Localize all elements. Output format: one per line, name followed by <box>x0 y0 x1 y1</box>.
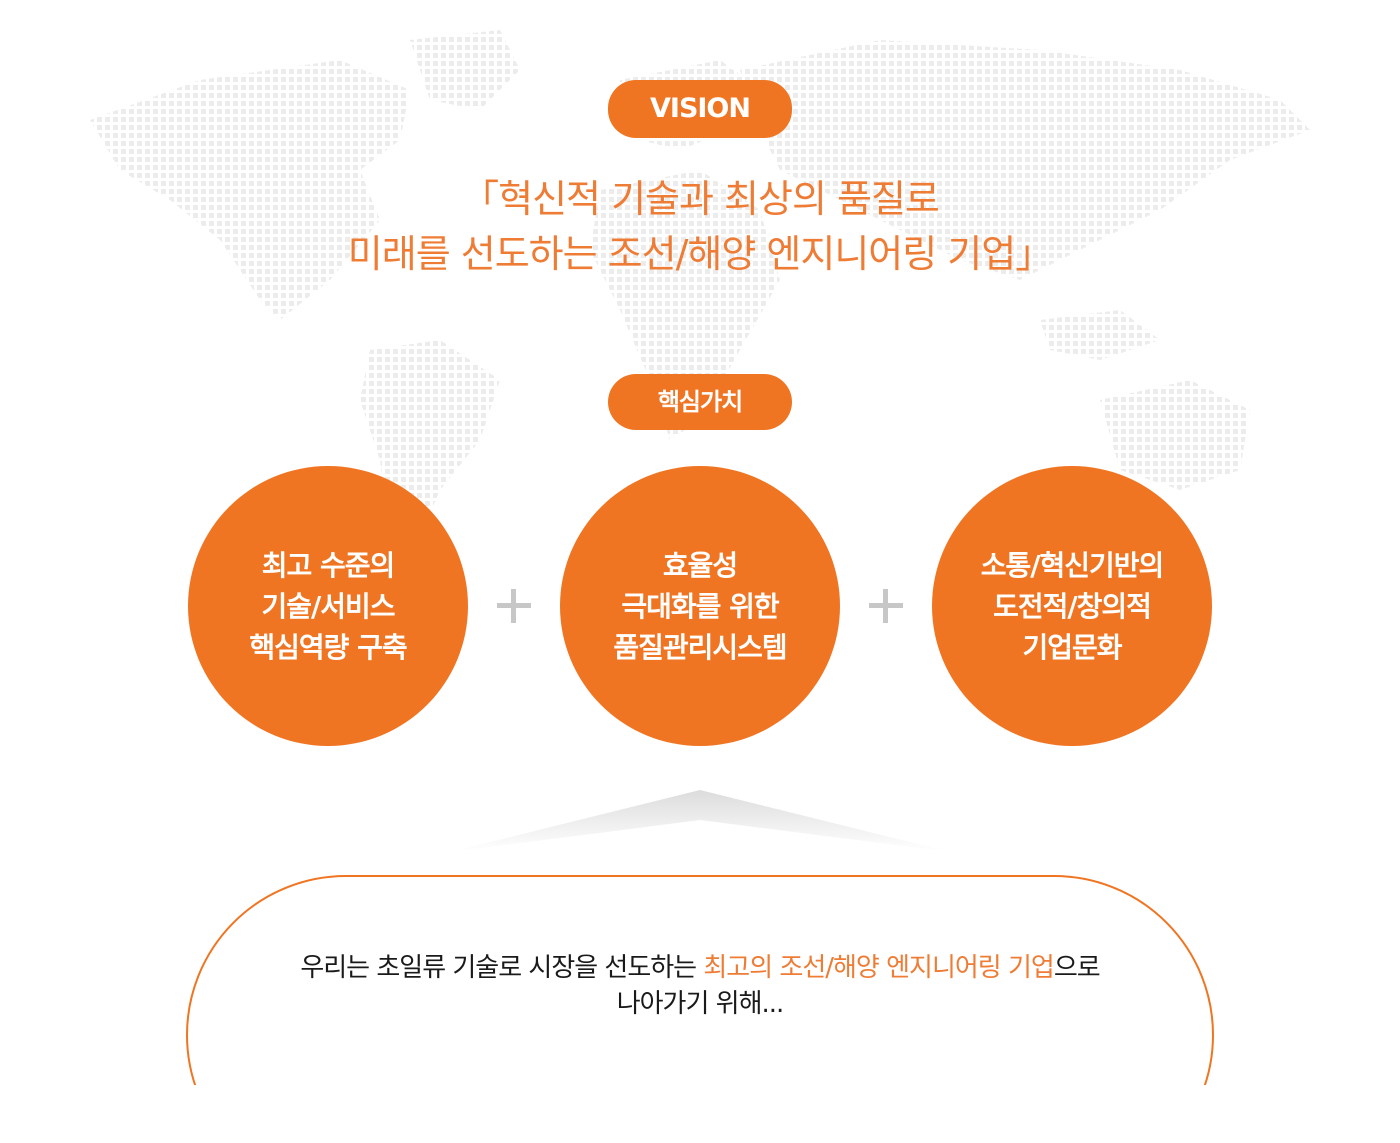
vision-statement-line-2: 미래를 선도하는 조선/해양 엔지니어링 기업」 <box>347 232 1053 276</box>
core-value-line: 핵심역량 구축 <box>249 630 407 664</box>
plus-icon <box>866 586 906 626</box>
vision-statement-line-1: 「혁신적 기술과 최상의 품질로 <box>461 177 940 221</box>
core-value-line: 기업문화 <box>1022 630 1122 664</box>
core-value-circle-culture: 소통/혁신기반의 도전적/창의적 기업문화 <box>932 466 1212 746</box>
pointer-shadow <box>450 790 950 852</box>
core-value-line: 최고 수준의 <box>261 548 396 582</box>
vision-statement: 「혁신적 기술과 최상의 품질로 미래를 선도하는 조선/해양 엔지니어링 기업… <box>150 172 1250 282</box>
bubble-bottom-mask <box>0 1085 1400 1143</box>
mission-line-2: 나아가기 위해... <box>616 989 785 1019</box>
mission-statement: 우리는 초일류 기술로 시장을 선도하는 최고의 조선/해양 엔지니어링 기업으… <box>200 950 1200 1022</box>
vision-badge: VISION <box>608 80 792 138</box>
mission-highlight: 최고의 조선/해양 엔지니어링 기업 <box>703 953 1054 983</box>
core-value-circle-technology: 최고 수준의 기술/서비스 핵심역량 구축 <box>188 466 468 746</box>
mission-line-1: 우리는 초일류 기술로 시장을 선도하는 최고의 조선/해양 엔지니어링 기업으… <box>200 950 1200 986</box>
core-value-line: 소통/혁신기반의 <box>980 548 1165 582</box>
core-value-line: 극대화를 위한 <box>621 589 779 623</box>
mission-prefix: 우리는 초일류 기술로 시장을 선도하는 <box>300 953 704 983</box>
core-value-line: 품질관리시스템 <box>613 630 787 664</box>
core-value-line: 도전적/창의적 <box>993 589 1152 623</box>
core-value-line: 효율성 <box>662 548 738 582</box>
mission-suffix: 으로 <box>1053 953 1101 983</box>
core-value-line: 기술/서비스 <box>261 589 395 623</box>
core-value-circle-quality: 효율성 극대화를 위한 품질관리시스템 <box>560 466 840 746</box>
plus-icon <box>494 586 534 626</box>
core-values-badge: 핵심가치 <box>608 374 792 430</box>
